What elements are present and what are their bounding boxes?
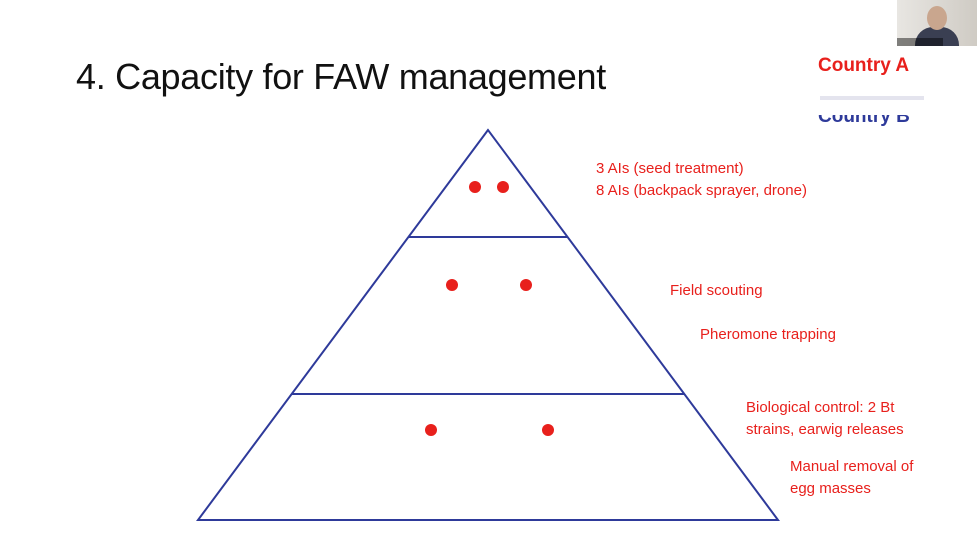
top-tier-label-2: 8 AIs (backpack sprayer, drone) [596, 182, 807, 199]
webcam-thumbnail[interactable] [897, 0, 977, 46]
legend-divider [820, 96, 924, 100]
top-tier-dot [497, 181, 509, 193]
webcam-person-body [915, 27, 959, 46]
webcam-person-face [927, 6, 947, 30]
middle-tier-label-1: Field scouting [670, 282, 763, 299]
legend-country-a: Country A [818, 55, 910, 76]
bottom-tier-dot [425, 424, 437, 436]
bottom-tier-label-1-line-1: Biological control: 2 Bt [746, 399, 895, 416]
middle-tier-label-2: Pheromone trapping [700, 326, 836, 343]
legend-country-b: Country B [818, 106, 910, 127]
bottom-tier-label-2-line-2: egg masses [790, 480, 871, 497]
bottom-tier-dot [542, 424, 554, 436]
bottom-tier-label-1-line-2: strains, earwig releases [746, 421, 904, 438]
top-tier-dot [469, 181, 481, 193]
bottom-tier-label-2-line-1: Manual removal of [790, 458, 914, 475]
slide-title: 4. Capacity for FAW management [76, 56, 606, 97]
middle-tier-dot [446, 279, 458, 291]
middle-tier-dot [520, 279, 532, 291]
pyramid-outline [196, 128, 780, 521]
top-tier-label-1: 3 AIs (seed treatment) [596, 160, 744, 177]
webcam-name-bar [897, 38, 943, 46]
